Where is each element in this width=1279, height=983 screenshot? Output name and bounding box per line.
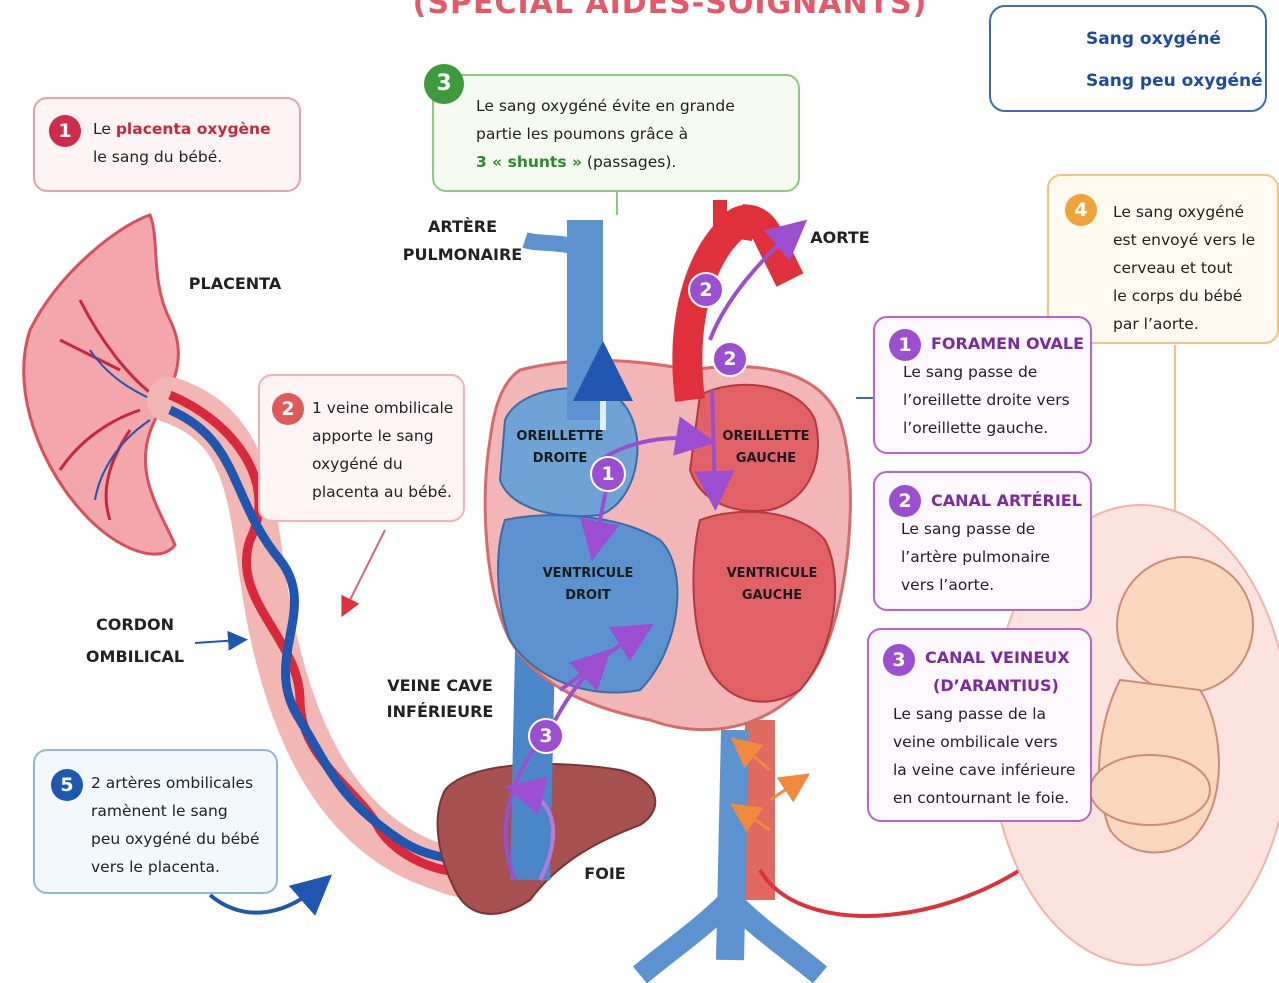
step-3-highlight: 3 « shunts » <box>476 153 582 171</box>
shunt-3-line-4: en contournant le foie. <box>893 784 1086 812</box>
shunt-3-title2: (D’ARANTIUS) <box>893 672 1086 700</box>
step-2-badge: 2 <box>272 393 304 425</box>
step-2-line-3: oxygéné du <box>312 450 457 478</box>
shunt-3-box: 3 CANAL VEINEUX (D’ARANTIUS) Le sang pas… <box>867 628 1092 822</box>
label-oreillette-droite-2: DROITE <box>510 448 610 470</box>
shunt-3-badge: 3 <box>883 644 915 676</box>
marker-shunt-2b: 2 <box>712 341 748 377</box>
baby-head <box>1117 557 1253 693</box>
shunt-1-line-1: Le sang passe de <box>903 358 1086 386</box>
step-1-badge: 1 <box>49 115 81 147</box>
step-3-box: 3 Le sang oxygéné évite en grande partie… <box>432 74 800 192</box>
step-5-box: 5 2 artères ombilicales ramènent le sang… <box>33 749 278 894</box>
step-2-line-4: placenta au bébé. <box>312 478 457 506</box>
label-ventricule-droit-2: DROIT <box>538 585 638 607</box>
shunt-1-title: FORAMEN OVALE <box>903 330 1086 358</box>
marker-shunt-2a: 2 <box>688 272 724 308</box>
legend: Sang oxygéné Sang peu oxygéné <box>989 5 1267 112</box>
shunt-2-line-2: l’artère pulmonaire <box>901 543 1086 571</box>
step-2-box: 2 1 veine ombilicale apporte le sang oxy… <box>258 374 465 522</box>
arrow-cordon-label <box>195 640 240 643</box>
step-4-badge: 4 <box>1065 194 1097 226</box>
legend-deoxygenated: Sang peu oxygéné <box>1086 71 1263 91</box>
vena-cava <box>530 650 535 880</box>
arrow-to-cord <box>345 530 385 610</box>
label-ventricule-gauche-2: GAUCHE <box>722 585 822 607</box>
step-3-line2: partie les poumons grâce à <box>476 120 788 148</box>
shunt-3-line-3: la veine cave inférieure <box>893 756 1086 784</box>
step-4-line-5: par l’aorte. <box>1113 310 1273 338</box>
step-1-box: 1 Le placenta oxygène le sang du bébé. <box>33 97 301 192</box>
shunt-2-line-3: vers l’aorte. <box>901 571 1086 599</box>
shunt-2-title: CANAL ARTÉRIEL <box>901 487 1086 515</box>
step-3-post: (passages). <box>582 153 676 171</box>
baby-leg <box>1090 755 1210 825</box>
shunt-1-box: 1 FORAMEN OVALE Le sang passe de l’oreil… <box>873 316 1092 454</box>
step-3-line1: Le sang oxygéné évite en grande <box>476 92 788 120</box>
label-oreillette-gauche-2: GAUCHE <box>716 448 816 470</box>
label-artere-2: PULMONAIRE <box>395 244 530 266</box>
shunt-1-line-3: l’oreillette gauche. <box>903 414 1086 442</box>
step-4-line-3: cerveau et tout <box>1113 254 1273 282</box>
label-artere-1: ARTÈRE <box>395 216 530 238</box>
label-cordon-2: OMBILICAL <box>75 646 195 668</box>
step-5-line-1: 2 artères ombilicales <box>91 769 272 797</box>
label-oreillette-droite-1: OREILLETTE <box>510 426 610 448</box>
step-4-line-4: le corps du bébé <box>1113 282 1273 310</box>
step-2-line-1: 1 veine ombilicale <box>312 394 457 422</box>
shunt-2-line-1: Le sang passe de <box>901 515 1086 543</box>
step-5-line-4: vers le placenta. <box>91 853 272 881</box>
label-veine-1: VEINE CAVE <box>375 675 505 697</box>
shunt-3-line-1: Le sang passe de la <box>893 700 1086 728</box>
shunt-3-line-2: veine ombilicale vers <box>893 728 1086 756</box>
label-foie: FOIE <box>570 863 640 885</box>
step-1-highlight: placenta oxygène <box>116 120 271 138</box>
label-ventricule-gauche-1: VENTRICULE <box>722 563 822 585</box>
shunt-2-badge: 2 <box>889 485 921 517</box>
shunt-3-title: CANAL VEINEUX <box>893 644 1086 672</box>
step-1-line2: le sang du bébé. <box>93 143 289 171</box>
step-3-badge: 3 <box>424 64 464 104</box>
step-4-line-1: Le sang oxygéné <box>1113 198 1273 226</box>
lower-vessel-blue <box>730 730 735 960</box>
shunt-1-line-2: l’oreillette droite vers <box>903 386 1086 414</box>
step-2-line-2: apporte le sang <box>312 422 457 450</box>
shunt-2-box: 2 CANAL ARTÉRIEL Le sang passe de l’artè… <box>873 471 1092 611</box>
step-5-line-3: peu oxygéné du bébé <box>91 825 272 853</box>
pulmonary-branch <box>525 240 585 250</box>
label-cordon-1: CORDON <box>75 614 195 636</box>
label-aorte: AORTE <box>800 227 880 249</box>
label-placenta: PLACENTA <box>170 273 300 295</box>
legend-oxygenated: Sang oxygéné <box>1086 29 1221 49</box>
marker-shunt-3: 3 <box>528 718 564 754</box>
step-5-line-2: ramènent le sang <box>91 797 272 825</box>
shunt-1-badge: 1 <box>889 329 921 361</box>
step-5-badge: 5 <box>51 769 83 801</box>
label-veine-2: INFÉRIEURE <box>375 701 505 723</box>
label-ventricule-droit-1: VENTRICULE <box>538 563 638 585</box>
step-4-line-2: est envoyé vers le <box>1113 226 1273 254</box>
step-1-pre: Le <box>93 120 116 138</box>
label-oreillette-gauche-1: OREILLETTE <box>716 426 816 448</box>
aorta-branch-2 <box>745 205 750 240</box>
